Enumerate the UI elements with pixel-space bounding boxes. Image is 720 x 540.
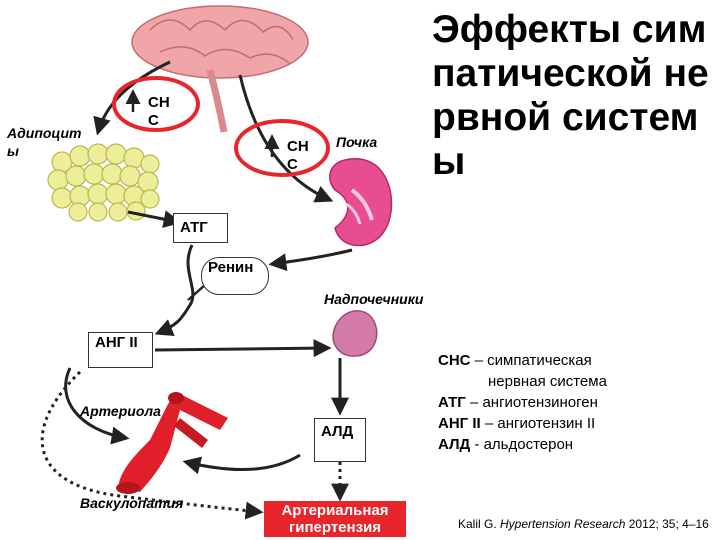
legend-row: АЛД - альдостерон (438, 436, 574, 453)
adipocytes-illustration (47, 143, 160, 222)
kidney-illustration (329, 158, 393, 247)
arrow-ald-to-arteriole (182, 453, 301, 475)
sns-circle-2 (234, 119, 330, 177)
arteriole-label: Артериола (80, 403, 161, 419)
sns-circle-1 (112, 76, 200, 132)
legend-row: АТГ – ангиотензиноген (438, 394, 598, 411)
hypertension-box: Артериальная гипертензия (264, 501, 406, 537)
ang2-box: АНГ II (88, 332, 153, 368)
arrow-brain-to-adipocytes (93, 60, 171, 136)
arrow-adipocytes-to-atg (127, 210, 182, 229)
page-title: Эффекты симпатической нервной системы (432, 8, 709, 183)
legend-row: АНГ II – ангиотензин II (438, 415, 596, 432)
kidney-label: Почка (336, 134, 378, 150)
adrenal-label: Надпочечники (324, 291, 424, 307)
legend-row: СНС – симпатическая (438, 352, 592, 369)
ald-box: АЛД (314, 418, 366, 462)
arteriole-illustration (116, 392, 228, 494)
arrow-ang2-to-hypertension (40, 370, 264, 520)
adrenal-illustration (332, 310, 378, 357)
adipocytes-label: Адипоциты (7, 125, 82, 159)
vasculopathy-label: Васкулопатия (80, 495, 184, 511)
arrow-kidney-to-renin (268, 248, 353, 272)
arrow-brain-to-kidney (238, 74, 334, 203)
legend-row: нервная система (488, 373, 607, 390)
sns-label-1: СНС (148, 94, 170, 129)
citation: Kalil G. Hypertension Research 2012; 35;… (458, 517, 709, 531)
arrow-ang2-to-arteriole (64, 367, 130, 445)
legend: СНС – симпатическая нервная система АТГ … (438, 350, 718, 455)
sns-label-2: СНС (287, 138, 309, 173)
renin-box: Ренин (201, 257, 269, 295)
brain-illustration (131, 5, 309, 133)
arrow-atg-to-ang2 (154, 244, 195, 337)
arrow-ang2-to-adrenal (154, 339, 332, 358)
line-renin-to-pathway (187, 284, 206, 301)
atg-box: АТГ (173, 213, 228, 243)
